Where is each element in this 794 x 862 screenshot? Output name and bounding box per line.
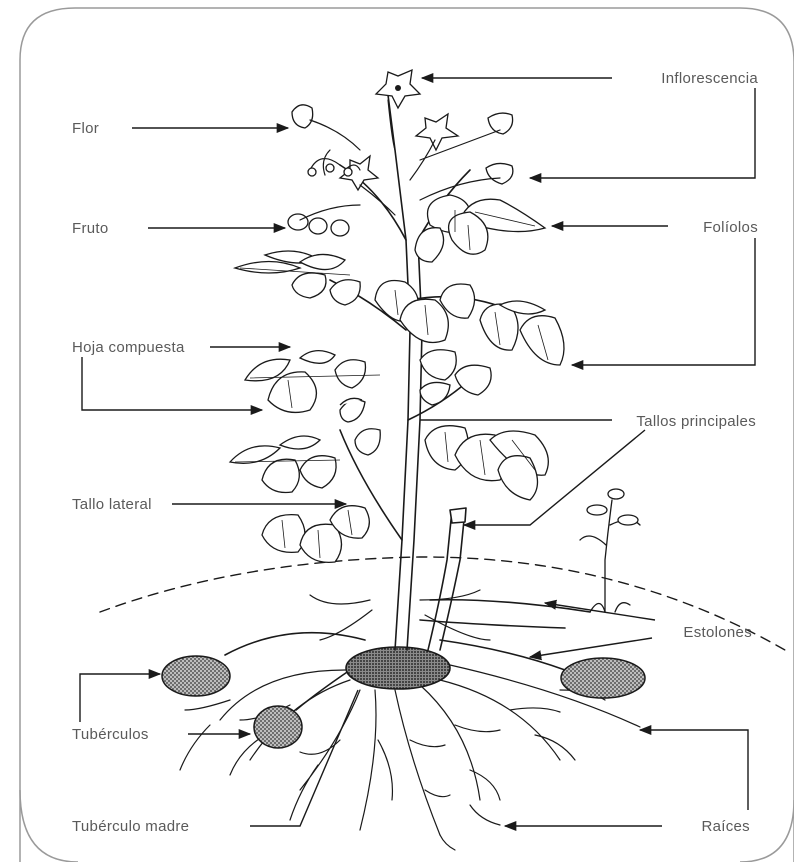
label-fruto: Fruto (72, 220, 109, 237)
label-tallos-principales: Tallos principales (636, 413, 756, 430)
pointer-tuberculos-upper (80, 674, 160, 722)
pointer-hoja-compuesta-lower (82, 357, 262, 410)
sprout (580, 489, 640, 612)
label-hoja-compuesta: Hoja compuesta (72, 339, 185, 356)
label-flor: Flor (72, 120, 99, 137)
labels: Inflorescencia Flor Fruto Folíolos Hoja … (72, 70, 758, 835)
label-tuberculo-madre: Tubérculo madre (72, 818, 189, 835)
label-raices: Raíces (702, 818, 751, 835)
roots (180, 590, 640, 850)
plant-illustration (162, 70, 645, 850)
tuber-right (561, 658, 645, 698)
frame-corner-bottom-left (20, 790, 78, 862)
label-tuberculos: Tubérculos (72, 726, 149, 743)
pointer-inflorescencia-branch (530, 88, 755, 178)
label-tallo-lateral: Tallo lateral (72, 496, 152, 513)
label-estolones: Estolones (683, 624, 752, 641)
label-foliolos: Folíolos (703, 219, 758, 236)
pointer-raices-upper (640, 730, 748, 810)
tuber-lower-left (254, 706, 302, 748)
pointer-lines (80, 78, 755, 826)
pointer-foliolos-branch (572, 238, 755, 365)
leaves (230, 195, 564, 562)
pointer-estolones-lower (530, 638, 652, 657)
tuber-mother (346, 647, 450, 689)
tuber-left (162, 656, 230, 696)
pointer-estolones-upper (545, 603, 655, 620)
label-inflorescencia: Inflorescencia (661, 70, 758, 87)
